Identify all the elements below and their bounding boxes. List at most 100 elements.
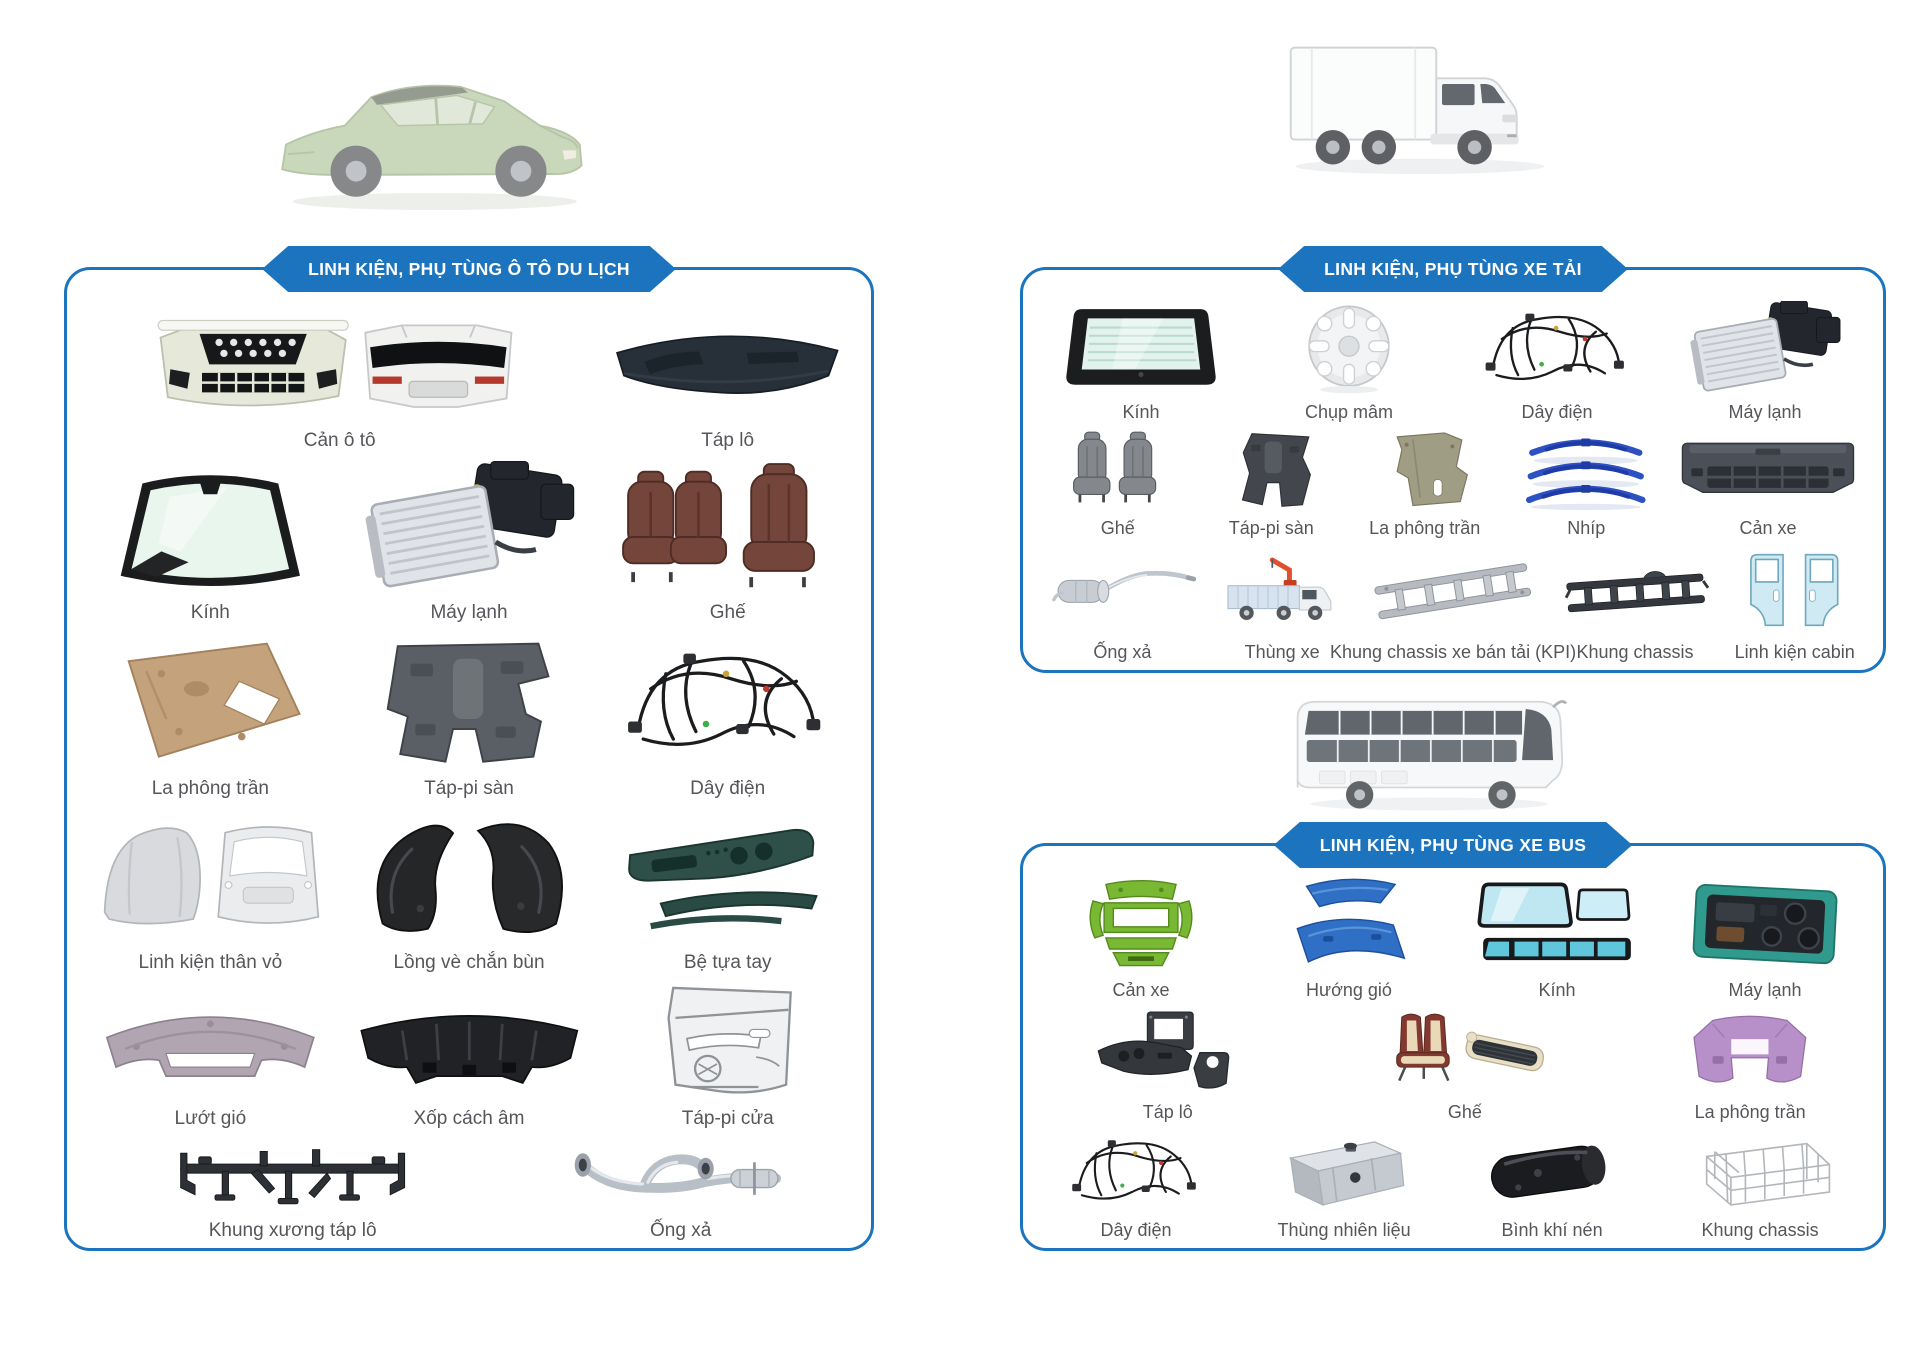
- parts-row: Ghế Táp-pi sàn La phông trần Nhíp Cản xe: [1037, 424, 1869, 540]
- part-label: Lướt gió: [174, 1108, 247, 1130]
- part-item: Khung chassis: [1651, 1124, 1869, 1242]
- part-label: Ghế: [1447, 1101, 1482, 1122]
- part-item: Dây điện: [1037, 1124, 1235, 1242]
- part-label: Táp lô: [701, 429, 755, 451]
- wiring-harness-icon: [1453, 296, 1661, 400]
- wheel-cover-icon: [1245, 296, 1453, 400]
- part-label: La phông trần: [1369, 517, 1481, 538]
- truck-bumper-icon: [1667, 424, 1869, 516]
- part-item: Khung chassis: [1550, 540, 1721, 664]
- part-item: Táp-pi sàn: [1199, 424, 1344, 540]
- car-seats-brown-icon: [598, 454, 857, 600]
- part-label: Ghế: [1100, 517, 1135, 538]
- part-item: Táp lô: [1037, 1002, 1298, 1124]
- part-label: Xốp cách âm: [413, 1108, 525, 1130]
- part-label: Khung xương táp lô: [208, 1219, 377, 1241]
- part-item: Bệ tựa tay: [598, 802, 857, 976]
- windshield-icon: [81, 454, 340, 600]
- soundproof-foam-icon: [340, 976, 599, 1106]
- wiring-harness-icon: [1037, 1124, 1235, 1218]
- part-label: Táp-pi sàn: [424, 778, 514, 800]
- ladder-frame-dark-icon: [1550, 540, 1721, 640]
- part-label: La phông trần: [1694, 1101, 1806, 1122]
- part-item: Dây điện: [1453, 296, 1661, 424]
- part-item: Máy lạnh: [1661, 872, 1869, 1002]
- car-bumpers-icon: [81, 296, 598, 428]
- part-label: Máy lạnh: [430, 601, 508, 623]
- cabin-parts-icon: [1720, 540, 1869, 640]
- part-label: Lồng vè chắn bùn: [393, 952, 545, 974]
- truck-bed-icon: [1208, 540, 1357, 640]
- part-label: Bình khí nén: [1501, 1219, 1603, 1240]
- parts-row: Lướt gió Xốp cách âm Táp-pi cửa: [81, 976, 857, 1132]
- ac-unit-icon: [1661, 296, 1869, 400]
- part-label: Nhíp: [1567, 517, 1606, 538]
- part-item: Linh kiện thân vỏ: [81, 802, 340, 976]
- part-label: Linh kiện cabin: [1734, 641, 1855, 662]
- ac-unit-icon: [340, 454, 599, 600]
- part-item: Ghế: [598, 454, 857, 626]
- part-label: Kính: [1538, 979, 1576, 1000]
- olive-panel-icon: [1344, 424, 1506, 516]
- bus-skeleton-icon: [1651, 1124, 1869, 1218]
- part-label: Khung chassis: [1576, 641, 1694, 662]
- part-item: Máy lạnh: [1661, 296, 1869, 424]
- gray-seats-icon: [1037, 424, 1199, 516]
- part-item: Cản xe: [1667, 424, 1869, 540]
- part-item: Lồng vè chắn bùn: [340, 802, 599, 976]
- bus-ac-teal-icon: [1661, 872, 1869, 978]
- part-label: Táp-pi sàn: [1228, 517, 1314, 538]
- headliner-tan-icon: [81, 626, 340, 777]
- muffler-icon: [1037, 540, 1208, 640]
- fender-liners-icon: [340, 802, 599, 950]
- panel-car-parts: LINH KIỆN, PHỤ TÙNG Ô TÔ DU LỊCH Cản ô t…: [64, 267, 874, 1251]
- bus-deflector-blue-icon: [1245, 872, 1453, 978]
- headliner-purple-icon: [1631, 1002, 1869, 1100]
- part-label: Dây điện: [1521, 401, 1593, 422]
- part-label: Khung chassis xe bán tải (KPI): [1329, 641, 1577, 662]
- part-item: Xốp cách âm: [340, 976, 599, 1132]
- wiring-harness-icon: [598, 626, 857, 777]
- part-item: Thùng nhiên liệu: [1235, 1124, 1453, 1242]
- part-label: Cản xe: [1739, 517, 1797, 538]
- bus-glass-icon: [1453, 872, 1661, 978]
- part-label: Linh kiện thân vỏ: [138, 952, 283, 974]
- bus-image: [1283, 686, 1575, 816]
- bus-front-green-icon: [1037, 872, 1245, 978]
- leaf-springs-icon: [1505, 424, 1667, 516]
- part-item: Ống xả: [1037, 540, 1208, 664]
- part-item: Máy lạnh: [340, 454, 599, 626]
- part-item: Ghế: [1298, 1002, 1631, 1124]
- part-item: Hướng gió: [1245, 872, 1453, 1002]
- parts-row: Cản ô tô Táp lô: [81, 296, 857, 454]
- dashboard-top-icon: [598, 296, 857, 428]
- part-label: Máy lạnh: [1728, 401, 1802, 422]
- exhaust-pipe-icon: [504, 1132, 857, 1218]
- part-item: Cản ô tô: [81, 296, 598, 454]
- part-item: Kính: [81, 454, 340, 626]
- part-item: Lướt gió: [81, 976, 340, 1132]
- part-label: Dây điện: [690, 778, 766, 800]
- bus-dash-dark-icon: [1037, 1002, 1298, 1100]
- part-item: Ghế: [1037, 424, 1199, 540]
- suv-image: [250, 38, 610, 238]
- part-label: Khung chassis: [1701, 1219, 1819, 1240]
- part-item: Táp-pi cửa: [598, 976, 857, 1132]
- part-item: Dây điện: [598, 626, 857, 803]
- door-panel-icon: [598, 976, 857, 1106]
- part-label: Thùng nhiên liệu: [1277, 1219, 1411, 1240]
- bus-seats-icon: [1298, 1002, 1631, 1100]
- fuel-tank-icon: [1235, 1124, 1453, 1218]
- part-item: Linh kiện cabin: [1720, 540, 1869, 664]
- banner-truck-parts: LINH KIỆN, PHỤ TÙNG XE TẢI: [1278, 246, 1628, 292]
- dash-frame-icon: [81, 1132, 504, 1218]
- floor-carpet-icon: [340, 626, 599, 777]
- part-item: Kính: [1037, 296, 1245, 424]
- part-item: Khung chassis xe bán tải (KPI): [1329, 540, 1577, 664]
